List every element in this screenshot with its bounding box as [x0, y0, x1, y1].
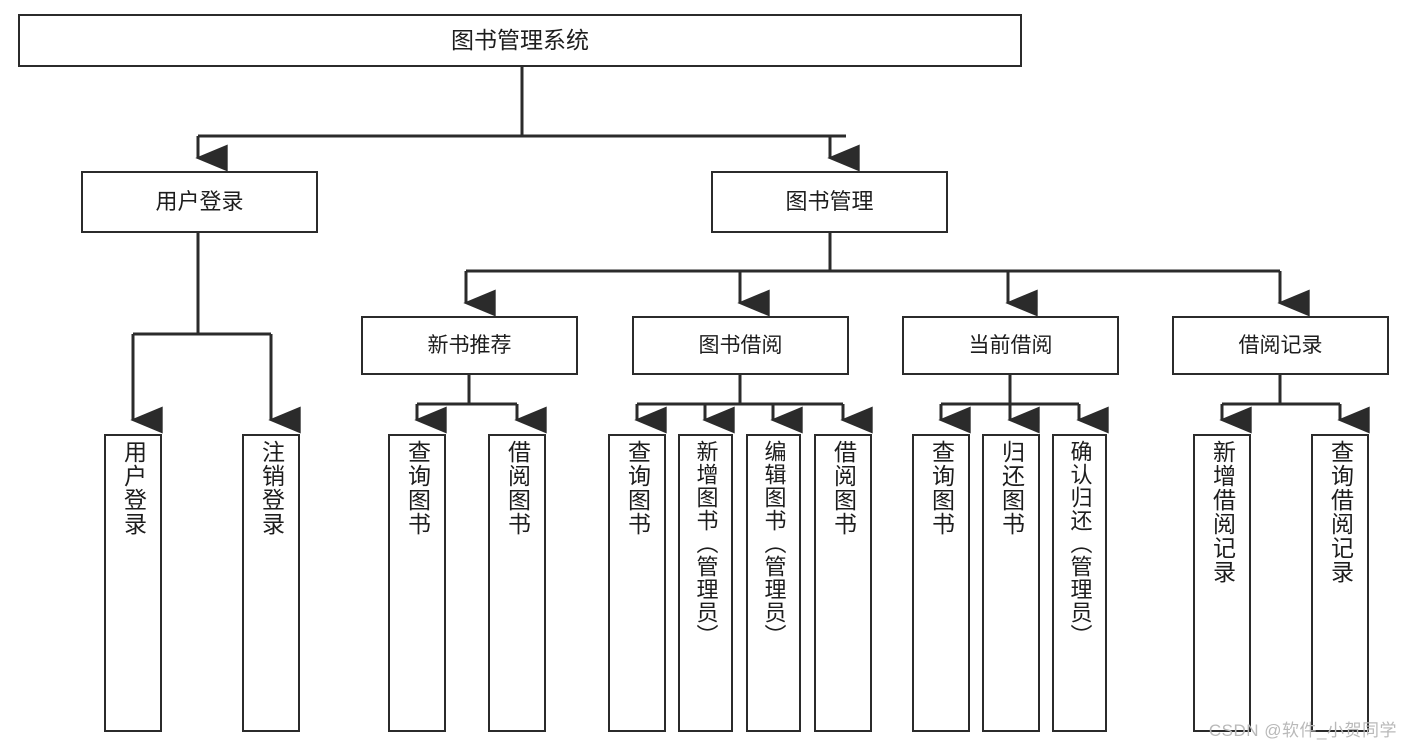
leaf-confirm-return-admin[interactable]: 确认归还（管理员）	[1052, 434, 1107, 732]
node-label: 当前借阅	[968, 333, 1053, 357]
leaf-borrow-book[interactable]: 借阅图书	[814, 434, 872, 732]
node-label: 图书借阅	[698, 333, 783, 357]
node-label: 新书推荐	[427, 333, 512, 357]
leaf-add-book-admin[interactable]: 新增图书（管理员）	[678, 434, 733, 732]
leaf-user-login[interactable]: 用户登录	[104, 434, 162, 732]
node-new-book-recommend[interactable]: 新书推荐	[361, 316, 578, 375]
node-label: 新增图书（管理员）	[693, 440, 719, 647]
leaf-query-book-borrow[interactable]: 查询图书	[608, 434, 666, 732]
leaf-logout[interactable]: 注销登录	[242, 434, 300, 732]
node-label: 查询借阅记录	[1327, 440, 1354, 584]
node-label: 用户登录	[155, 188, 244, 214]
node-label: 借阅记录	[1238, 333, 1323, 357]
leaf-query-book-current[interactable]: 查询图书	[912, 434, 970, 732]
node-label: 新增借阅记录	[1209, 440, 1236, 584]
node-borrow-record[interactable]: 借阅记录	[1172, 316, 1389, 375]
node-user-login[interactable]: 用户登录	[81, 171, 318, 233]
node-label: 借阅图书	[830, 440, 857, 536]
node-label: 编辑图书（管理员）	[761, 440, 787, 647]
leaf-query-borrow-record[interactable]: 查询借阅记录	[1311, 434, 1369, 732]
leaf-return-book[interactable]: 归还图书	[982, 434, 1040, 732]
node-label: 查询图书	[624, 440, 651, 536]
node-book-borrow[interactable]: 图书借阅	[632, 316, 849, 375]
node-label: 查询图书	[404, 440, 431, 536]
node-label: 确认归还（管理员）	[1067, 440, 1093, 647]
node-root-system[interactable]: 图书管理系统	[18, 14, 1022, 67]
watermark-text: CSDN @软件_小贺同学	[1208, 721, 1397, 740]
node-label: 用户登录	[120, 440, 147, 536]
node-label: 借阅图书	[504, 440, 531, 536]
leaf-edit-book-admin[interactable]: 编辑图书（管理员）	[746, 434, 801, 732]
node-label: 查询图书	[928, 440, 955, 536]
leaf-query-book-recommend[interactable]: 查询图书	[388, 434, 446, 732]
node-label: 归还图书	[998, 440, 1025, 536]
node-label: 注销登录	[258, 440, 285, 536]
leaf-add-borrow-record[interactable]: 新增借阅记录	[1193, 434, 1251, 732]
leaf-borrow-book-recommend[interactable]: 借阅图书	[488, 434, 546, 732]
node-book-management[interactable]: 图书管理	[711, 171, 948, 233]
node-label: 图书管理	[785, 188, 874, 214]
node-current-borrow[interactable]: 当前借阅	[902, 316, 1119, 375]
node-label: 图书管理系统	[451, 26, 589, 53]
